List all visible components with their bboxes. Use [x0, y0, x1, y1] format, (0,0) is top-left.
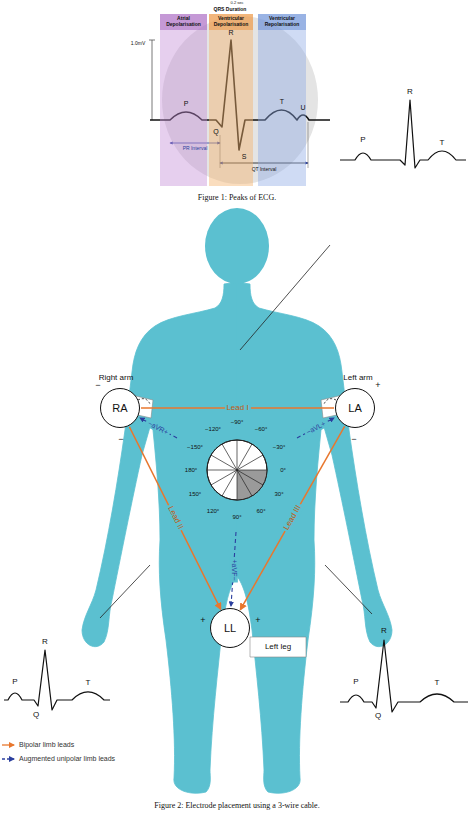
axis-degree: 90° [232, 514, 241, 521]
lead-name: −aVR+ [145, 419, 171, 438]
body-half [82, 282, 238, 793]
polarity-sign: + [255, 616, 260, 626]
wave-letter: T [86, 679, 91, 688]
legend-text: Augmented unipolar limb leads [19, 755, 115, 763]
limb-label: Left leg [265, 643, 291, 652]
wave-letter: R [228, 29, 233, 37]
axis-degree: −150° [187, 444, 203, 451]
lead-name: Lead II [165, 503, 186, 532]
scale-bar [152, 40, 153, 120]
wave-letter: P [184, 100, 189, 108]
wave-letter: R [407, 88, 413, 97]
electrode-label: LA [348, 402, 361, 414]
band-heading: QRS Duration [214, 7, 247, 13]
lead-name: Lead III [281, 502, 304, 533]
electrode: LL [210, 608, 250, 648]
wave-letter: T [280, 98, 284, 106]
lead-connector [129, 427, 220, 609]
axis-degree: 150° [189, 491, 201, 498]
axis-degree: −90° [231, 419, 244, 426]
electrode-label: LL [224, 622, 236, 634]
wave-letter: U [300, 104, 305, 112]
band-header: Ventricular Repolarisation [258, 14, 306, 30]
polarity-sign: − [351, 435, 356, 445]
axis-degree: 0° [280, 467, 286, 474]
electrode: LA [335, 388, 375, 428]
leader-lines [100, 245, 372, 618]
polarity-sign: + [375, 381, 380, 391]
wave-letter: P [12, 678, 17, 687]
band-title: Ventricular Repolarisation [259, 16, 305, 28]
hexaxial-wheel [207, 440, 267, 500]
band-header: Atrial Depolarisation [160, 14, 207, 30]
legend-sample [2, 758, 14, 759]
polarity-sign: − [95, 381, 100, 391]
figure-caption: Figure 2: Electrode placement using a 3-… [154, 802, 319, 811]
electrode: RA [100, 388, 140, 428]
augmented-leads [140, 418, 334, 606]
limb-label: Left arm [343, 374, 372, 383]
axis-degree: 120° [207, 508, 219, 515]
scale-text: 0.2 sec [231, 1, 244, 5]
lead-name: −aVL+ [303, 419, 328, 437]
wave-letter: Q [33, 711, 39, 720]
interval-label: PR Interval [183, 146, 208, 152]
lead-connector [240, 426, 344, 609]
wave-letter: R [42, 638, 48, 647]
phase-band: Ventricular Depolarisation [209, 14, 253, 186]
axis-degree: −30° [273, 444, 286, 451]
axis-degree: 180° [185, 467, 197, 474]
legend-sample [2, 744, 14, 745]
phase-band: Atrial Depolarisation [160, 14, 207, 186]
interval-label: QT Interval [252, 167, 277, 173]
wave-letter: Q [375, 712, 381, 721]
lead-name: +aVF− [230, 557, 238, 582]
axis-degree: −60° [255, 426, 268, 433]
band-title: Ventricular Depolarisation [210, 16, 252, 28]
leg-band [250, 637, 306, 657]
wave-letter: Q [213, 128, 218, 136]
band-header: Ventricular Depolarisation [209, 14, 253, 30]
wave-letter: S [242, 153, 247, 161]
polarity-sign: + [200, 616, 205, 626]
wave-letter: P [360, 136, 365, 145]
limb-label: Right arm [99, 374, 134, 383]
wave-letter: T [440, 139, 445, 148]
head [205, 208, 269, 284]
polarity-sign: − [118, 435, 123, 445]
axis-degree: 30° [274, 491, 283, 498]
scale-text: 1.0mV [131, 41, 145, 47]
figure-caption: Figure 1: Peaks of ECG. [198, 194, 276, 203]
legend-text: Bipolar limb leads [19, 741, 74, 749]
wave-letter: R [381, 627, 387, 636]
axis-degree: −120° [205, 426, 221, 433]
inset-traces [4, 100, 468, 712]
lead-name: Lead I [224, 404, 250, 413]
band-title: Atrial Depolarisation [161, 16, 206, 28]
wave-letter: P [353, 678, 358, 687]
axis-degree: 60° [256, 508, 265, 515]
wave-letter: T [435, 679, 440, 688]
electrode-label: RA [112, 402, 127, 414]
